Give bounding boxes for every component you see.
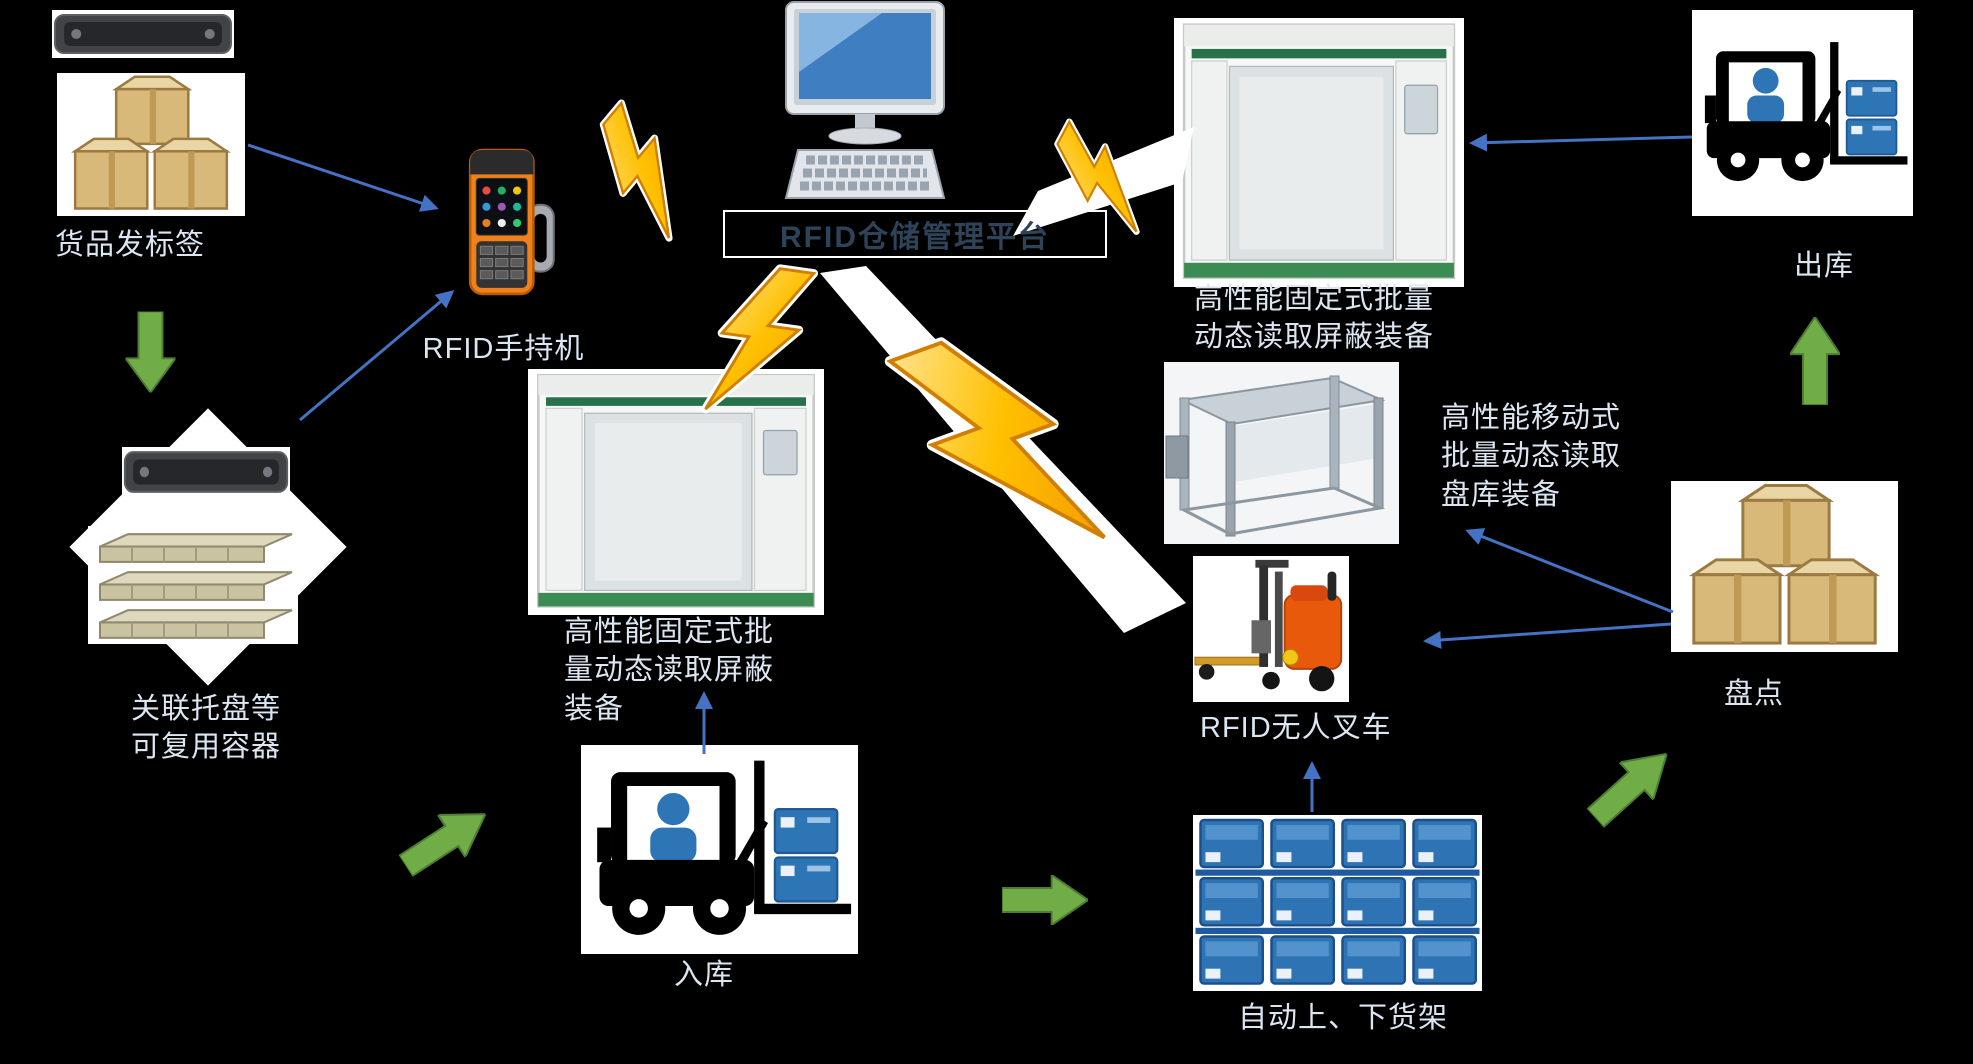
goods-boxes-icon: [57, 73, 245, 216]
flow-arrow-up: [1790, 317, 1840, 405]
fixed-reader-machine-right-icon: [1174, 18, 1464, 287]
flow-arrow-northeast: [392, 793, 499, 887]
mobile-reader-label: 高性能移动式 批量动态读取 盘库装备: [1441, 402, 1622, 511]
outbound-label: 出库: [1794, 250, 1855, 282]
pallet-tray: [99, 609, 293, 639]
desktop-computer-icon: [770, 0, 960, 205]
fixed-reader-right-label: 高性能固定式批量 动态读取屏蔽装备: [1194, 283, 1435, 354]
pallet-trays-icon: [88, 526, 298, 644]
connector-stock-to-stacker: [1423, 622, 1672, 649]
pallet-tray: [99, 533, 293, 563]
pallet-tray: [99, 571, 293, 601]
fixed-reader-center-label: 高性能固定式批 量动态读取屏蔽 装备: [564, 616, 775, 725]
auto-racking-label: 自动上、下货架: [1238, 1002, 1449, 1034]
flow-arrow-right: [1002, 875, 1088, 925]
mobile-reader-frame-icon: [1164, 362, 1399, 544]
rfid-tag-pallet-icon: [122, 447, 290, 497]
lightning-bolt-icon: [884, 337, 1110, 543]
flow-arrow-down: [125, 311, 176, 393]
reusable-container-label: 关联托盘等 可复用容器: [130, 693, 281, 764]
rfid-forklift-label: RFID无人叉车: [1200, 712, 1392, 744]
flow-arrow-northeast-right: [1579, 735, 1684, 836]
connector-boxes-to-handheld: [247, 143, 439, 212]
stocktaking-label: 盘点: [1724, 678, 1785, 710]
lightning-bolt-icon: [599, 99, 673, 242]
forklift-outbound-icon: [1692, 10, 1913, 216]
pallet-stacker-icon: [1193, 556, 1349, 702]
rfid-tag-icon: [52, 10, 234, 58]
fixed-reader-machine-center-icon: [528, 369, 824, 615]
white-beam-down-right: [820, 266, 1186, 633]
inbound-label: 入库: [674, 959, 735, 991]
forklift-inbound-icon: [581, 745, 858, 954]
storage-racks-icon: [1193, 815, 1482, 991]
handheld-reader-icon: [462, 146, 564, 298]
platform-title: RFID仓储管理平台: [723, 210, 1107, 258]
connector-stock-to-mobile-reader: [1465, 528, 1674, 614]
handheld-reader-label: RFID手持机: [422, 333, 585, 365]
stocktaking-boxes-icon: [1671, 481, 1898, 652]
connector-forklift-to-reader: [1469, 133, 1693, 152]
goods-tagging-label: 货品发标签: [54, 229, 205, 261]
